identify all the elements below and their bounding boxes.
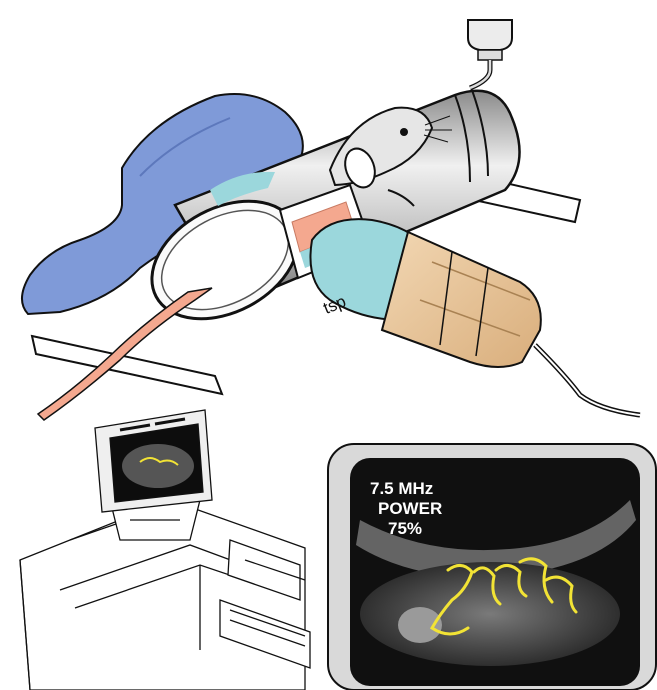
frequency-readout: 7.5 MHz <box>370 479 433 498</box>
power-value: 75% <box>388 519 422 538</box>
mini-monitor-image <box>122 444 194 488</box>
power-label: POWER <box>378 499 442 518</box>
ultrasound-probe <box>310 219 640 415</box>
cable-connector <box>468 20 512 88</box>
ultrasound-image-panel: 7.5 MHz POWER 75% <box>328 444 656 690</box>
